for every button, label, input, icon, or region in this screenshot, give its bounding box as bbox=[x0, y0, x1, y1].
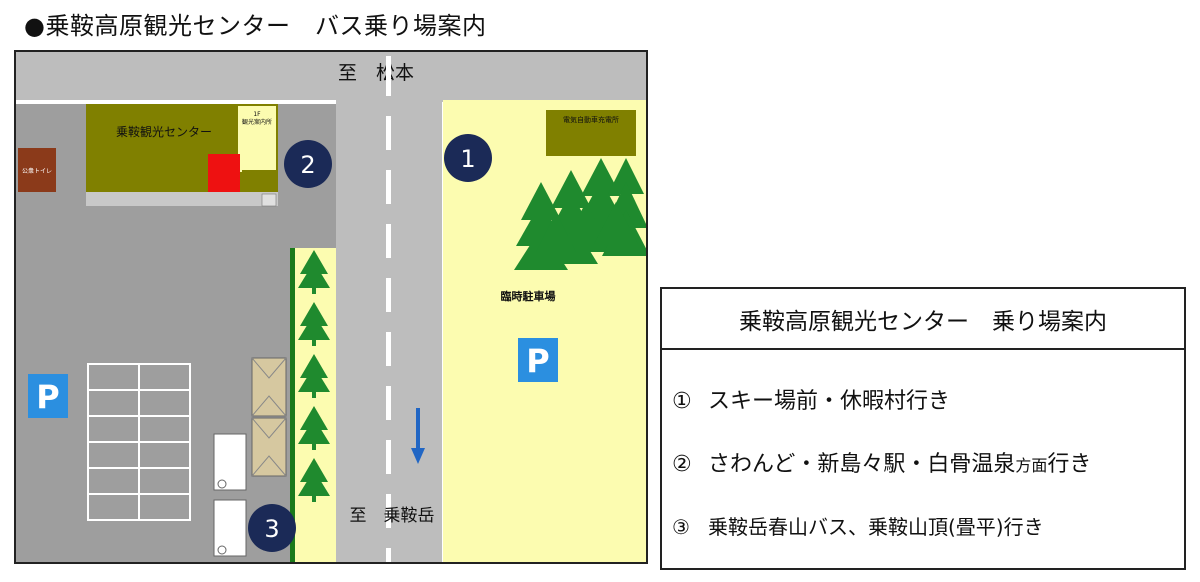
legend-item-text: 乗鞍岳春山バス、乗鞍山頂(畳平)行き bbox=[708, 515, 1044, 539]
road-north-label: 至 松本 bbox=[338, 62, 414, 84]
svg-text:P: P bbox=[526, 342, 549, 380]
legend-item-text: さわんど・新島々駅・白骨温泉 bbox=[708, 452, 1016, 477]
center-building-label: 乗鞍観光センター bbox=[116, 124, 212, 139]
ev-station-label: 電気自動車充電所 bbox=[563, 115, 619, 124]
tourist-info-office bbox=[238, 106, 276, 172]
public-toilet bbox=[18, 148, 56, 192]
temp-parking-label: 臨時駐車場 bbox=[501, 289, 556, 303]
bus-stop-2-marker: 2 bbox=[284, 140, 332, 188]
bus-stop-map: 至 松本 至 乗鞍岳 電気自動車充電所 臨時駐車場 bbox=[14, 50, 648, 564]
legend-title: 乗鞍高原観光センター 乗り場案内 bbox=[662, 289, 1184, 350]
road-to-matsumoto bbox=[16, 52, 646, 102]
map-canvas: 至 松本 至 乗鞍岳 電気自動車充電所 臨時駐車場 bbox=[16, 52, 646, 562]
svg-text:1: 1 bbox=[460, 145, 475, 173]
svg-text:3: 3 bbox=[264, 515, 279, 543]
lot-white-border-top bbox=[16, 100, 336, 104]
info-office-floor: 1F bbox=[253, 111, 261, 118]
roadside-green-strip bbox=[290, 248, 336, 562]
svg-text:2: 2 bbox=[300, 151, 315, 179]
parking-sign-right: P bbox=[518, 338, 558, 382]
center-side-annex bbox=[242, 170, 278, 194]
legend-item-3: ③ 乗鞍岳春山バス、乗鞍山頂(畳平)行き bbox=[672, 511, 1044, 540]
traffic-direction-arrow bbox=[411, 408, 425, 464]
red-entrance-block bbox=[208, 154, 240, 192]
legend-item-text: スキー場前・休暇村行き bbox=[708, 389, 951, 414]
legend-item-1: ① スキー場前・休暇村行き bbox=[672, 383, 950, 415]
roadside-trees bbox=[298, 250, 330, 502]
info-office-label: 観光案内所 bbox=[242, 118, 272, 126]
legend-item-tail: 行き bbox=[1047, 452, 1092, 477]
bus-shelters bbox=[251, 357, 287, 477]
page-title: ●乗鞍高原観光センター バス乗り場案内 bbox=[24, 12, 487, 40]
center-walkway bbox=[86, 192, 278, 206]
legend-item-number: ① bbox=[672, 389, 692, 414]
bus-stop-1-marker: 1 bbox=[444, 134, 492, 182]
legend-item-suffix: 方面 bbox=[1015, 456, 1048, 475]
forest-trees bbox=[514, 158, 646, 270]
legend-item-number: ③ bbox=[672, 515, 690, 539]
legend-item-2: ② さわんど・新島々駅・白骨温泉方面行き bbox=[672, 446, 1091, 478]
road-south-label: 至 乗鞍岳 bbox=[350, 506, 435, 526]
toilet-label: 公衆トイレ bbox=[22, 167, 52, 175]
svg-text:P: P bbox=[36, 378, 59, 416]
ev-charging-station bbox=[546, 110, 636, 156]
walkway-steps bbox=[261, 193, 277, 207]
boarding-guide-legend: 乗鞍高原観光センター 乗り場案内 ① スキー場前・休暇村行き ② さわんど・新島々駅… bbox=[660, 287, 1186, 570]
road-center-line bbox=[386, 56, 391, 562]
bus-stop-3-marker: 3 bbox=[248, 504, 296, 552]
parking-stalls bbox=[87, 363, 191, 521]
vending-machines bbox=[213, 433, 247, 557]
roadside-hedge-line bbox=[290, 248, 295, 562]
legend-item-number: ② bbox=[672, 452, 692, 477]
parking-sign-left: P bbox=[28, 374, 68, 418]
